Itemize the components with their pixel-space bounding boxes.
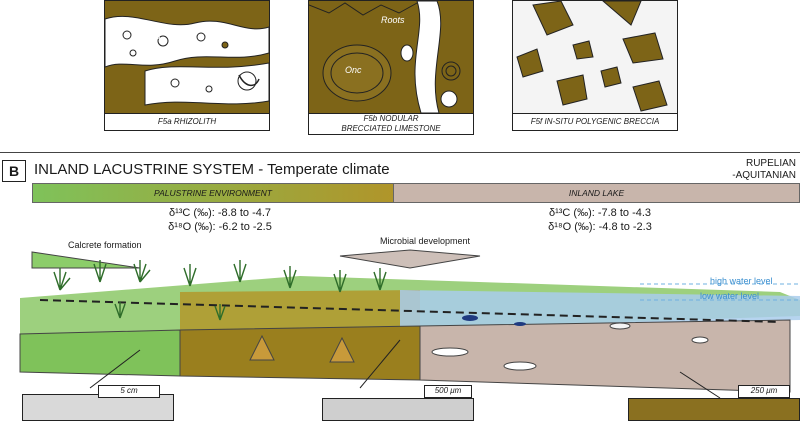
scale-250um: 250 μm [738,385,790,398]
section-title: INLAND LACUSTRINE SYSTEM - Temperate cli… [34,161,390,178]
onc-label: Onc [345,65,362,75]
section-badge: B [2,160,26,182]
nodular-drawing [309,1,461,113]
bottom-panel-right [628,398,800,421]
bottom-panel-left [22,394,174,421]
palustrine-bar: PALUSTRINE ENVIRONMENT [32,183,394,203]
breccia-caption: F5f IN-SITU POLYGENIC BRECCIA [512,113,678,131]
scale-500um: 500 μm [424,385,472,398]
high-water-label: high water level [710,276,773,286]
lake-bar: INLAND LAKE [393,183,800,203]
microbial-label: Microbial development [380,236,471,246]
nodular-caption: F5b NODULAR BRECCIATED LIMESTONE [308,113,474,135]
section-divider [0,152,800,153]
lake-isotopes: δ¹³C (‰): -7.8 to -4.3 δ¹⁸O (‰): -4.8 to… [548,207,652,233]
roots-label-2: Roots [381,15,405,25]
breccia-panel [512,0,678,114]
dsc-label: DsC [195,93,213,103]
palustrine-isotopes: δ¹³C (‰): -8.8 to -4.7 δ¹⁸O (‰): -6.2 to… [168,207,272,233]
rhizolith-caption: F5a RHIZOLITH [104,113,270,131]
roots-label: Roots [137,31,161,41]
scale-5cm: 5 cm [98,385,160,398]
rhizolith-panel: Roots DsC [104,0,270,114]
age-label: RUPELIAN -AQUITANIAN [732,158,796,181]
calcrete-label: Calcrete formation [68,240,142,250]
breccia-drawing [516,1,668,112]
nodular-panel: Roots Onc [308,0,474,114]
rhizolith-drawing [105,15,269,106]
bottom-panel-middle [322,398,474,421]
low-water-label: low water level [700,291,760,301]
